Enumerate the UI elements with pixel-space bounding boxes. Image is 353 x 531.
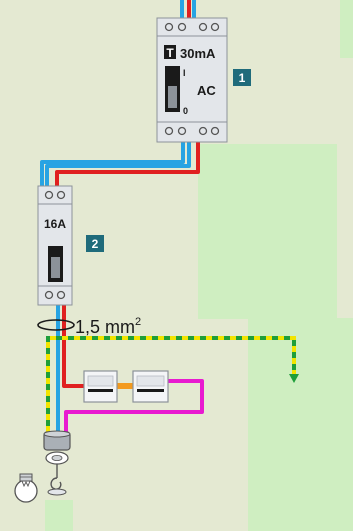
rcd-top-terminals	[164, 22, 220, 32]
rcd-to-breaker-wires	[40, 142, 200, 186]
svg-text:1: 1	[239, 71, 246, 85]
light-green-panels	[45, 0, 353, 531]
rcd-off-mark: 0	[183, 106, 188, 116]
badge-2: 2	[86, 235, 104, 252]
earth-arrow-icon	[289, 374, 299, 383]
rcd-device: T 30mA I 0 AC	[156, 17, 228, 143]
cable-ring-icon	[37, 319, 75, 331]
cable-label: 1,5 mm2	[37, 316, 141, 337]
rcd-lever	[168, 86, 177, 108]
lamp-icon	[14, 473, 38, 503]
breaker-bottom-terminals	[44, 290, 66, 300]
rcd-bottom-terminals	[164, 126, 220, 136]
breaker-rating: 16A	[44, 217, 66, 231]
ceiling-socket-icon	[43, 430, 71, 496]
cable-size: 1,5 mm2	[75, 316, 141, 337]
rcd-on-mark: I	[183, 68, 186, 78]
rcd-test-key: T	[166, 46, 174, 60]
circuit-breaker: 16A	[37, 185, 73, 306]
svg-text:2: 2	[92, 237, 99, 251]
rcd-type: AC	[197, 83, 216, 98]
earth-wire	[46, 336, 296, 432]
rcd-rating: 30mA	[180, 46, 216, 61]
phase-wire	[62, 305, 84, 388]
badge-1: 1	[233, 69, 251, 86]
circuit-wires	[56, 305, 204, 432]
feeder-wires	[180, 0, 196, 18]
switched-return-wire	[64, 379, 204, 432]
rcd-test-button	[164, 45, 176, 59]
double-switch-icon	[83, 370, 169, 403]
breaker-top-terminals	[44, 190, 66, 200]
breaker-lever	[51, 257, 60, 278]
